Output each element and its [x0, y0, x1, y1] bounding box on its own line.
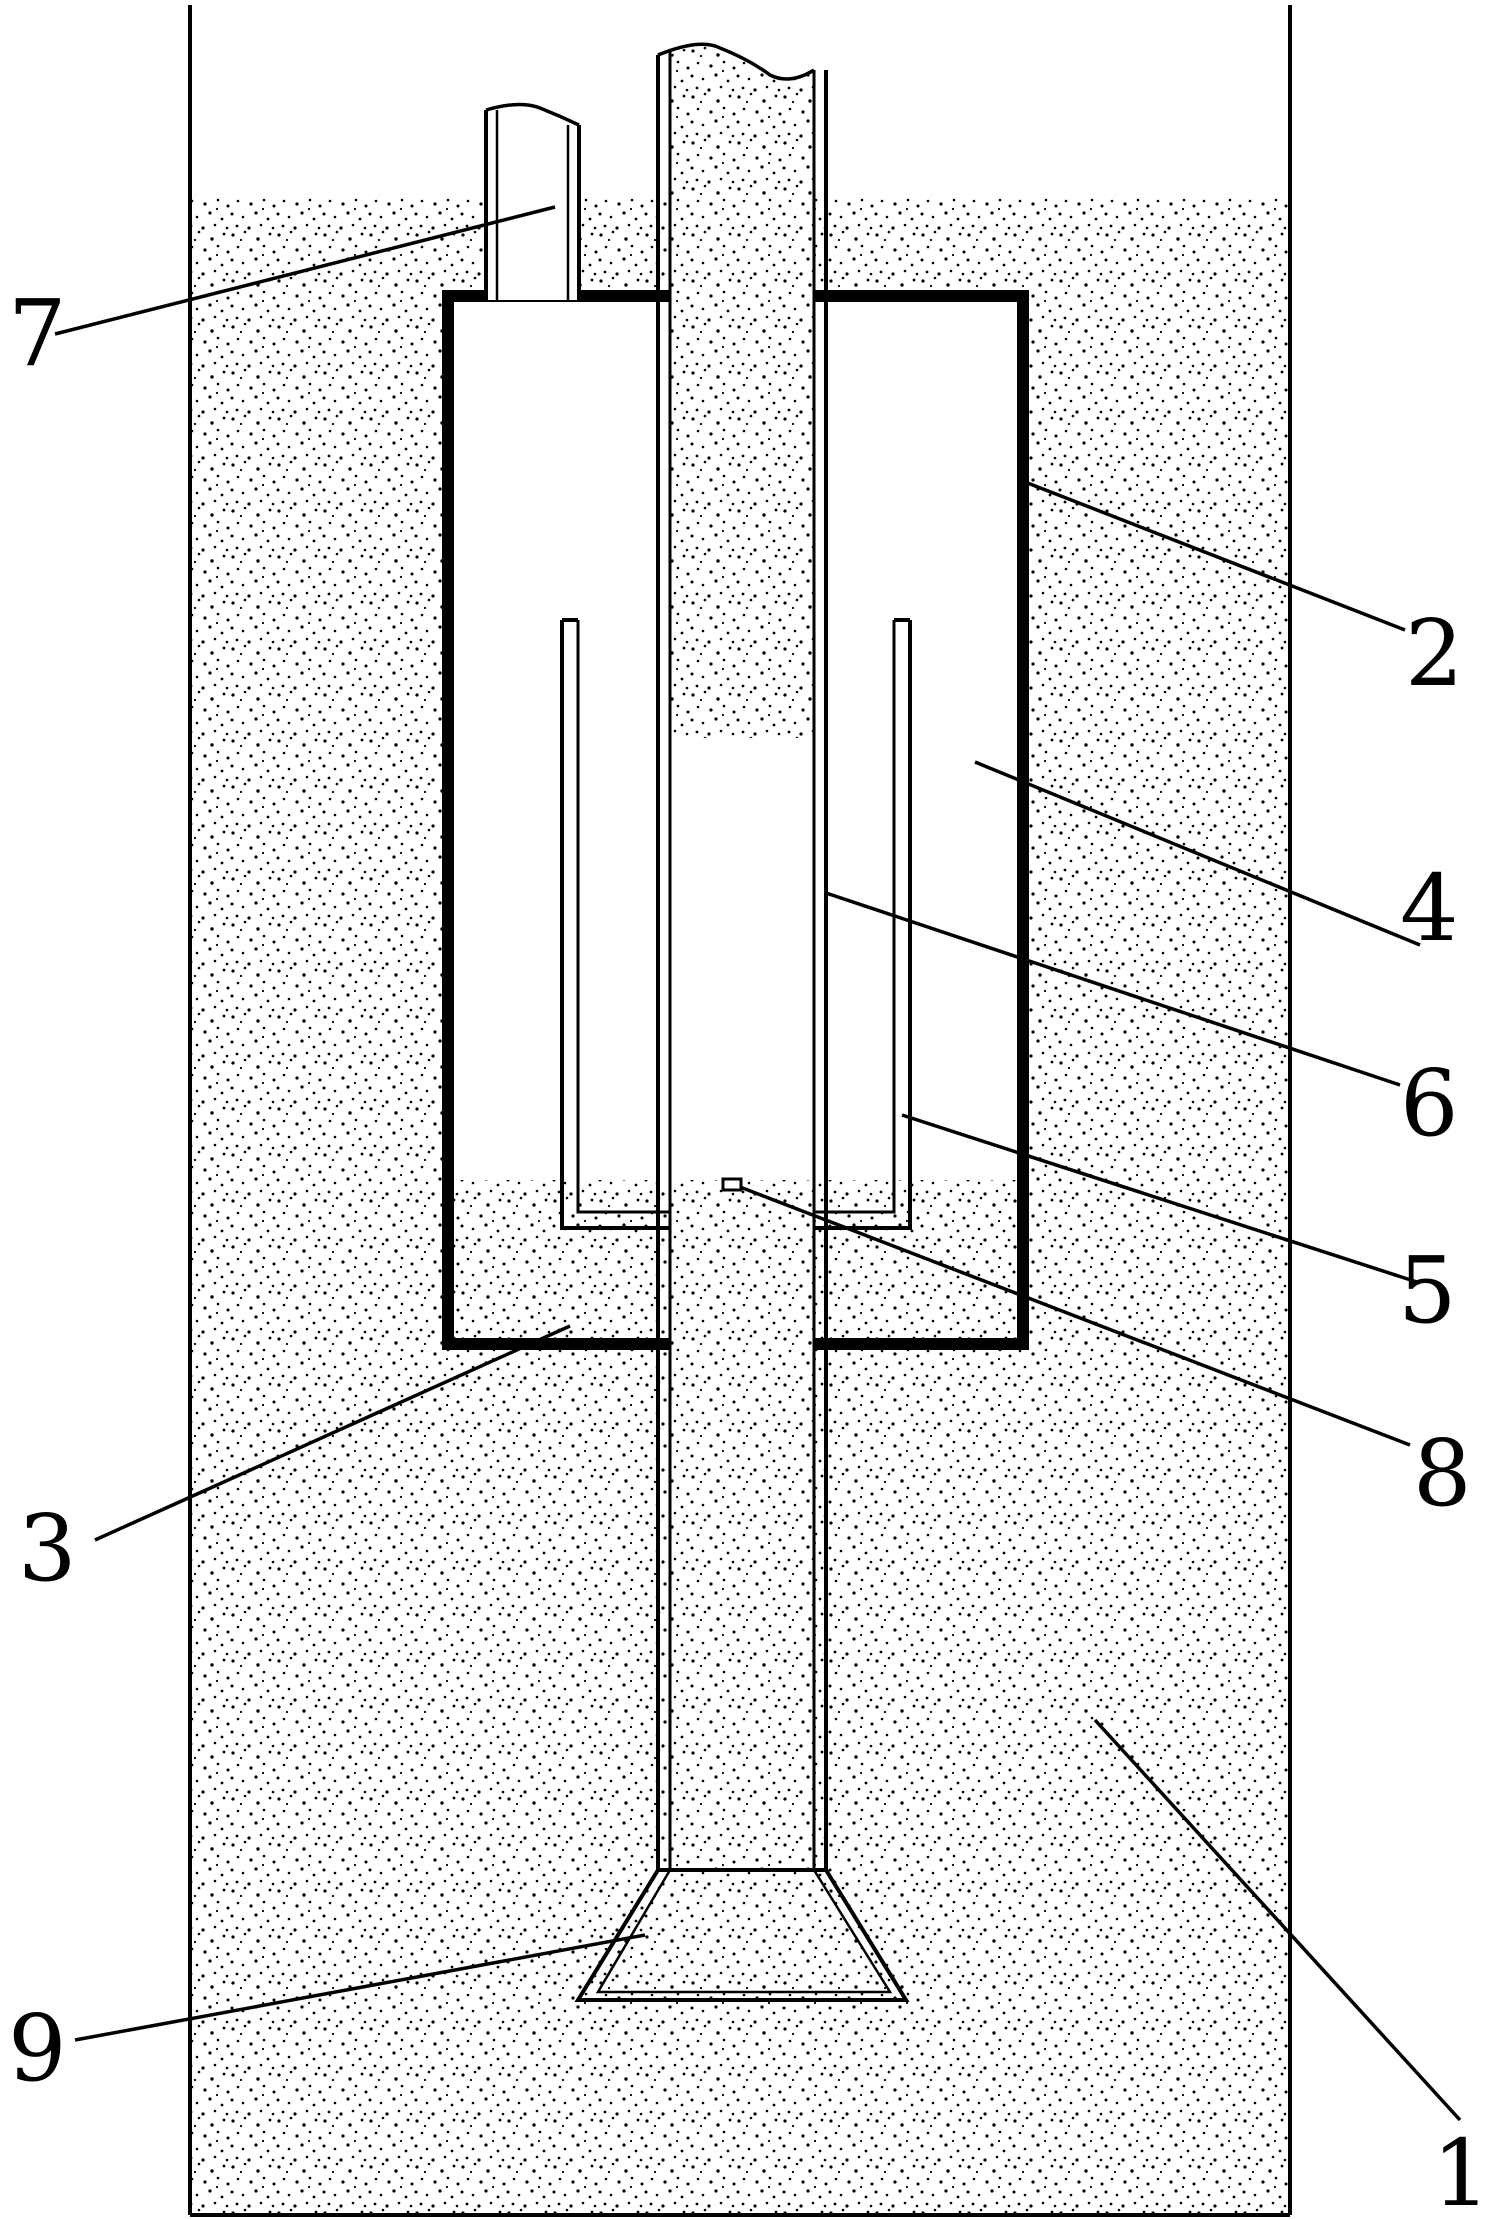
sensor [721, 1177, 743, 1192]
label-6: 6 [1400, 1050, 1459, 1157]
leader-lines [54, 205, 1462, 2122]
label-3: 3 [18, 1495, 77, 1602]
label-9: 9 [8, 1995, 67, 2102]
label-8: 8 [1413, 1420, 1472, 1527]
label-7: 7 [8, 280, 67, 387]
central-pipe [656, 42, 828, 1870]
label-2: 2 [1405, 600, 1464, 707]
outer-container [188, 5, 1292, 2217]
label-5: 5 [1398, 1237, 1457, 1344]
callout-labels: 7 2 4 6 5 8 3 9 1 [8, 280, 1491, 2220]
label-1: 1 [1432, 2120, 1491, 2220]
side-pipe [484, 102, 581, 302]
label-4: 4 [1400, 855, 1459, 962]
bottom-cone [574, 1868, 910, 2002]
